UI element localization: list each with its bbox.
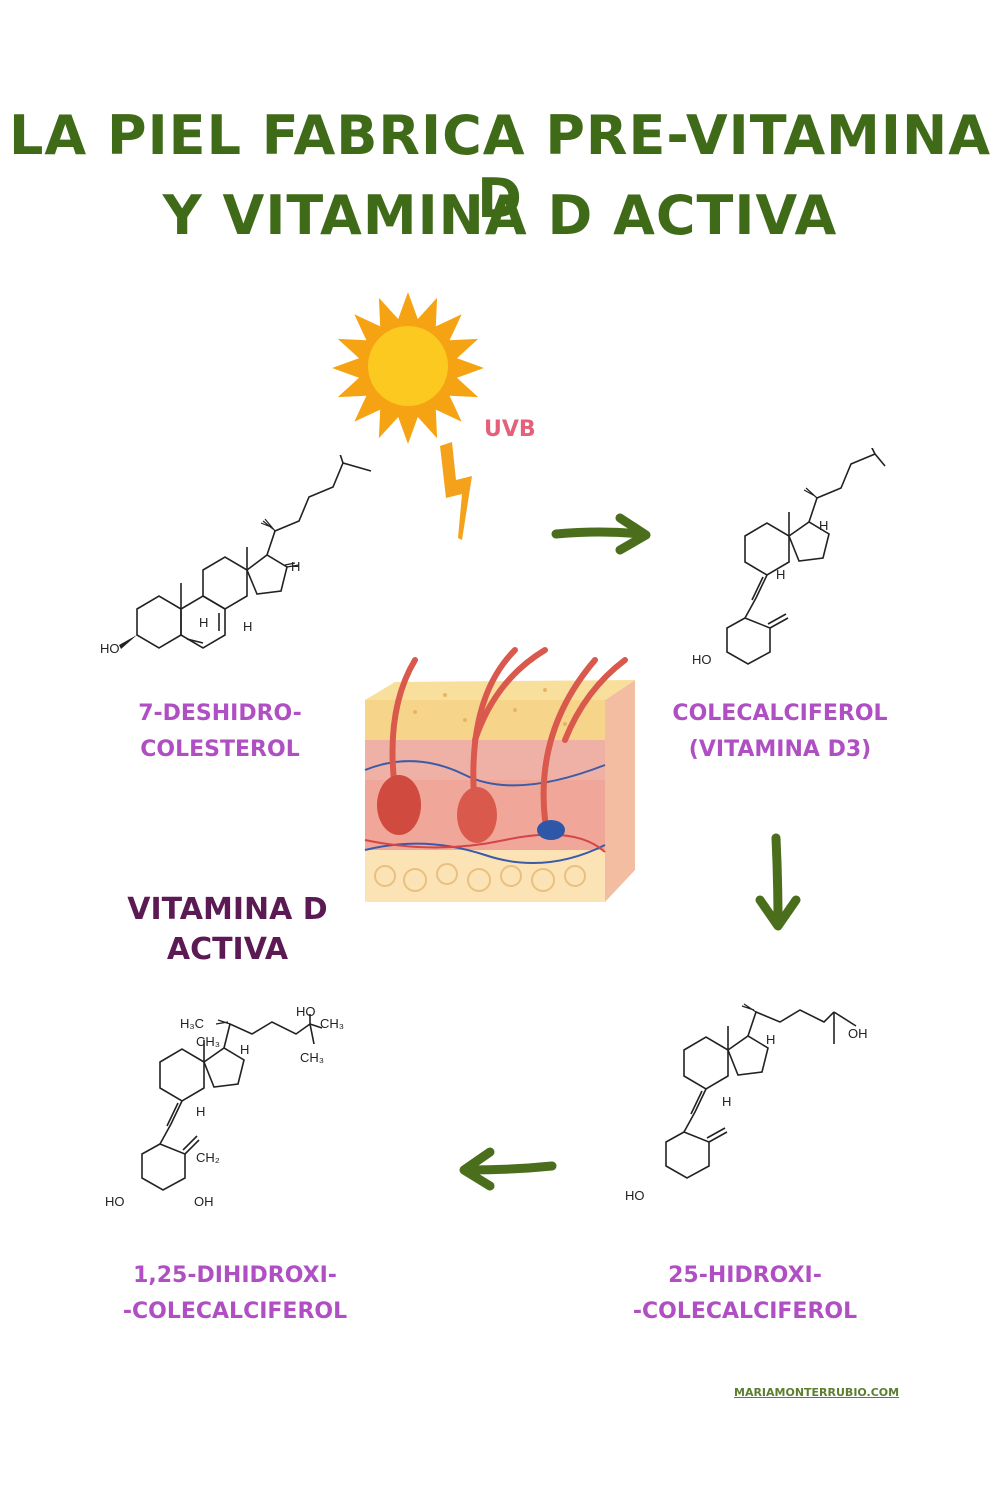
methyl-label: H₃C [180, 1016, 204, 1031]
compound-label-cholecalciferol: COLECALCIFEROL (VITAMINA D3) [660, 696, 900, 768]
uvb-label: UVB [484, 417, 536, 442]
credit-link[interactable]: MARIAMONTERRUBIO.COM [734, 1386, 900, 1399]
compound-label-line: (VITAMINA D3) [688, 737, 872, 762]
molecule-cholecalciferol: HO H H [692, 448, 886, 667]
hydrogen-label: H [243, 619, 252, 634]
compound-label-line: COLESTEROL [140, 737, 300, 762]
hydrogen-label: H [196, 1104, 205, 1119]
title-line-2: Y VITAMINA D ACTIVA [162, 184, 838, 247]
hydrogen-label: H [240, 1042, 249, 1057]
hydrogen-label: H [766, 1032, 775, 1047]
compound-label-1-25-dihydroxycholecalciferol: 1,25-DIHIDROXI- -COLECALCIFEROL [120, 1258, 350, 1330]
compound-label-line: COLECALCIFEROL [672, 701, 888, 726]
hydroxyl-label: HO [100, 641, 120, 656]
active-label-line: VITAMINA D [127, 892, 328, 927]
arrow-icon [755, 833, 801, 931]
compound-label-line: 25-HIDROXI- [668, 1263, 822, 1288]
hydroxyl-label: HO [105, 1194, 125, 1209]
methyl-label: CH₃ [196, 1034, 220, 1049]
hydroxyl-label: HO [625, 1188, 645, 1203]
molecule-25-hydroxycholecalciferol: HO OH H H [625, 1003, 868, 1203]
hydroxyl-label: HO [692, 652, 712, 667]
skin-cross-section-icon [364, 647, 635, 902]
title-line-1: LA PIEL FABRICA PRE-VITAMINA D [9, 104, 991, 230]
arrow-icon [459, 1147, 557, 1191]
methyl-label: CH₃ [320, 1016, 344, 1031]
molecule-1-25-dihydroxycholecalciferol: HO OH HO H₃C CH₃ CH₃ CH₃ CH₂ H H [105, 1004, 344, 1209]
compound-label-line: 1,25-DIHIDROXI- [133, 1263, 337, 1288]
hydrogen-label: H [199, 615, 208, 630]
hydrogen-label: H [819, 518, 828, 533]
hydroxyl-label: HO [296, 1004, 316, 1019]
arrow-icon [551, 513, 651, 555]
hydrogen-label: H [722, 1094, 731, 1109]
methylene-label: CH₂ [196, 1150, 220, 1165]
compound-label-7-dehydrocholesterol: 7-DESHIDRO- COLESTEROL [110, 696, 330, 768]
molecule-7-dehydrocholesterol: HO H H H [100, 455, 372, 656]
hydroxyl-label: OH [194, 1194, 214, 1209]
compound-label-25-hydroxycholecalciferol: 25-HIDROXI- -COLECALCIFEROL [630, 1258, 860, 1330]
sun-icon [332, 292, 484, 444]
compound-label-line: -COLECALCIFEROL [122, 1299, 348, 1324]
hydroxyl-label: OH [848, 1026, 868, 1041]
hydrogen-label: H [776, 567, 785, 582]
active-label-line: ACTIVA [166, 932, 289, 967]
active-vitamin-d-label: VITAMINA D ACTIVA [120, 890, 335, 970]
methyl-label: CH₃ [300, 1050, 324, 1065]
hydrogen-label: H [291, 559, 300, 574]
compound-label-line: 7-DESHIDRO- [138, 701, 302, 726]
compound-label-line: -COLECALCIFEROL [632, 1299, 858, 1324]
lightning-icon [440, 442, 472, 540]
